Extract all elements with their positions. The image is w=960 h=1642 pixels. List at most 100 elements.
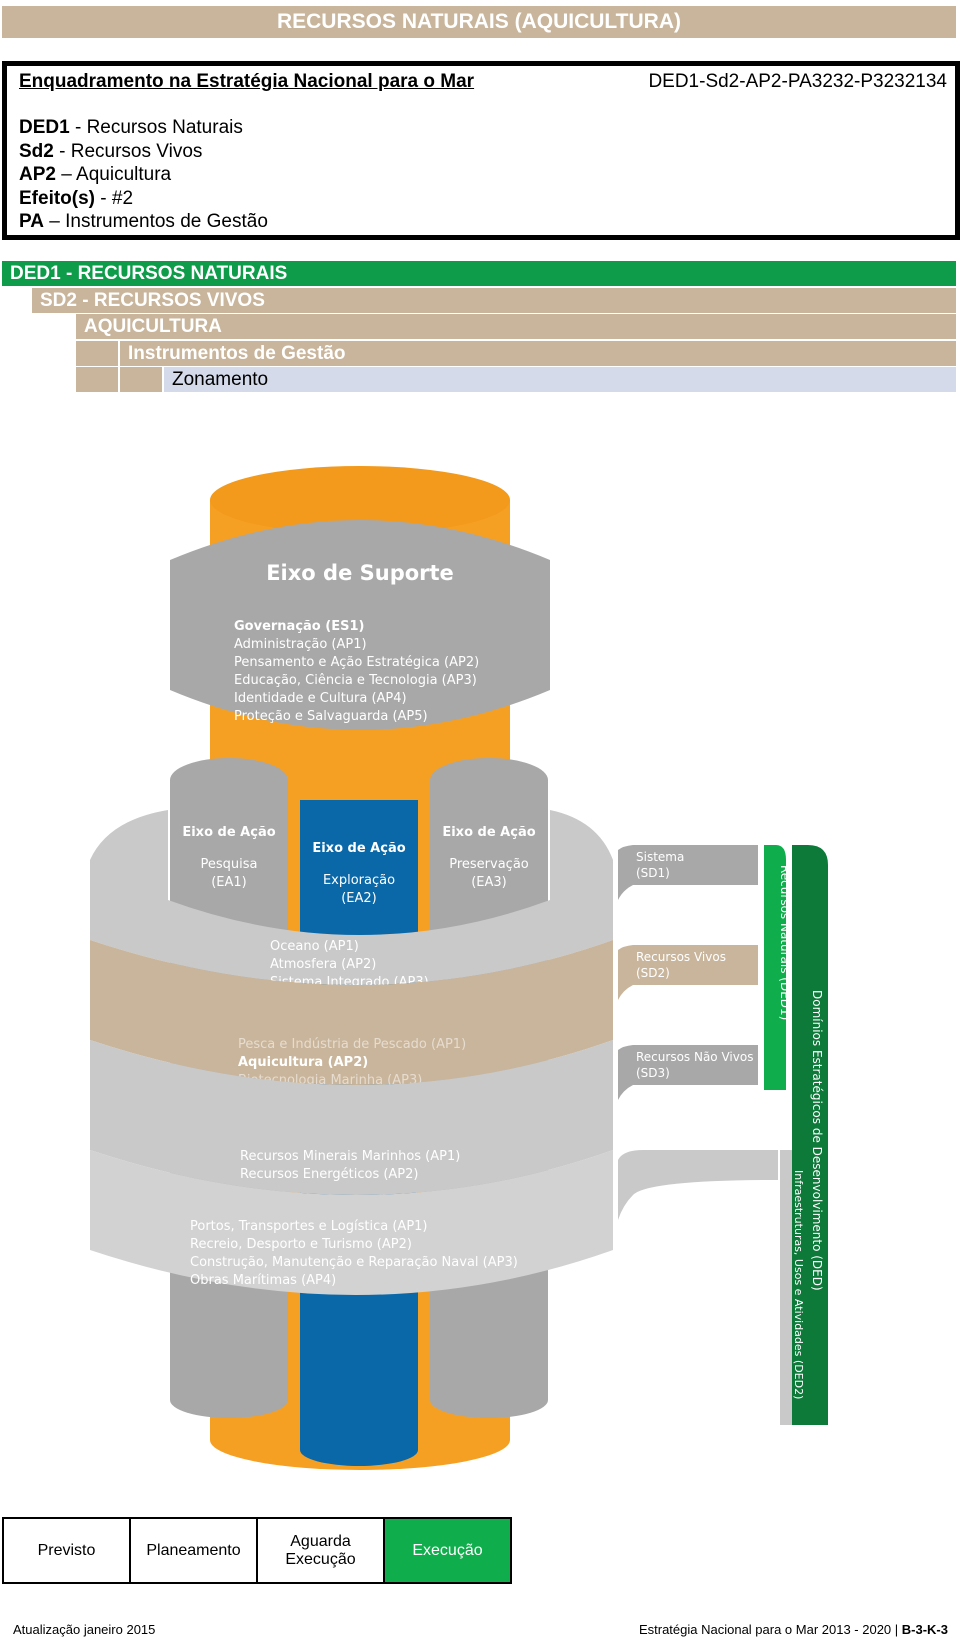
preservation-column-bottom — [430, 1382, 548, 1418]
ded1-bar — [764, 845, 786, 1090]
hierarchy-indent — [76, 341, 118, 366]
status-tracker: Previsto Planeamento Aguarda Execução Ex… — [2, 1517, 512, 1584]
footer-update-date: Atualização janeiro 2015 — [13, 1622, 156, 1637]
framework-line: AP2 – Aquicultura — [19, 163, 268, 187]
page-title: RECURSOS NATURAIS (AQUICULTURA) — [2, 6, 956, 38]
governance-item: Proteção e Salvaguarda (AP5) — [234, 709, 428, 724]
sd2-label: Recursos Vivos — [636, 950, 726, 964]
action-axes: Eixo de Ação Pesquisa (EA1) Eixo de Ação… — [182, 825, 535, 906]
governance-item: Administração (AP1) — [234, 637, 367, 652]
sd2-code: (SD2) — [636, 966, 670, 980]
hierarchy-level-4: Instrumentos de Gestão — [120, 341, 956, 366]
line-key: Sd2 — [19, 140, 54, 162]
line-sep: – — [55, 164, 77, 185]
axis-code: (EA2) — [341, 891, 377, 906]
line-key: PA — [19, 211, 44, 232]
framework-box: Enquadramento na Estratégia Nacional par… — [2, 61, 960, 240]
axis-code: (EA3) — [471, 875, 507, 890]
sd1-tab — [618, 845, 758, 900]
governance-item: Identidade e Cultura (AP4) — [234, 691, 407, 706]
band-item: Pesca e Indústria de Pescado (AP1) — [238, 1037, 466, 1052]
hierarchy-level-5: Zonamento — [164, 367, 956, 392]
axis-name: Pesquisa — [201, 857, 258, 872]
ded-bar — [792, 845, 828, 1425]
line-key: AP2 — [19, 164, 56, 185]
line-value: Aquicultura — [76, 164, 172, 185]
status-previsto: Previsto — [4, 1519, 131, 1582]
non-living-band — [90, 1040, 613, 1195]
line-key: DED1 — [19, 117, 70, 138]
line-value: Recursos Vivos — [70, 140, 203, 162]
line-sep: - — [69, 117, 87, 138]
sd1-code: (SD1) — [636, 866, 670, 880]
framework-lines: DED1 - Recursos Naturais Sd2 - Recursos … — [19, 116, 268, 234]
hierarchy-level-2: SD2 - RECURSOS VIVOS — [32, 288, 956, 313]
governance-item: Governação (ES1) — [234, 619, 364, 634]
exploration-column-bottom — [300, 1434, 418, 1466]
status-planeamento: Planeamento — [131, 1519, 258, 1582]
hierarchy-level-3: AQUICULTURA — [76, 314, 956, 339]
band-item: Portos, Transportes e Logística (AP1) — [190, 1219, 428, 1234]
line-sep: - — [95, 187, 112, 209]
hierarchy-indent — [120, 367, 162, 392]
hierarchy-level-1: DED1 - RECURSOS NATURAIS — [2, 261, 956, 286]
status-aguarda-execucao: Aguarda Execução — [258, 1519, 385, 1582]
strategy-diagram: Eixo de Suporte Governação (ES1) Adminis… — [88, 460, 868, 1500]
footer-reference-text: Estratégia Nacional para o Mar 2013 - 20… — [638, 1622, 902, 1637]
line-key: Efeito(s) — [19, 187, 95, 209]
research-column-bottom — [170, 1382, 288, 1418]
ded1-vertical-label: Recursos Naturais (DED1) — [778, 865, 792, 1020]
line-sep: - — [53, 140, 71, 162]
sd3-label: Recursos Não Vivos — [636, 1050, 753, 1064]
status-execucao-active: Execução — [385, 1519, 510, 1582]
framework-line: Efeito(s) - #2 — [19, 187, 268, 211]
system-band — [90, 810, 613, 985]
sd3-tab — [618, 1045, 758, 1100]
research-column-top — [170, 758, 288, 802]
axis-title: Eixo de Ação — [442, 825, 535, 840]
band-item: Obras Marítimas (AP4) — [190, 1273, 336, 1288]
support-axis-title: Eixo de Suporte — [266, 561, 454, 585]
ded2-tab — [618, 1150, 778, 1220]
line-value: Recursos Naturais — [86, 117, 243, 138]
band-item: Recursos Energéticos (AP2) — [240, 1167, 419, 1182]
axis-name: Exploração — [323, 873, 395, 888]
framework-line: Sd2 - Recursos Vivos — [19, 140, 268, 164]
line-value: #2 — [111, 187, 134, 209]
band-item-active: Aquicultura (AP2) — [238, 1055, 368, 1070]
infrastructure-list: Portos, Transportes e Logística (AP1) Re… — [190, 1219, 518, 1288]
footer-reference-code: B-3-K-3 — [901, 1622, 948, 1637]
axis-name: Preservação — [449, 857, 529, 872]
band-item: Recursos Minerais Marinhos (AP1) — [240, 1149, 460, 1164]
framework-heading: Enquadramento na Estratégia Nacional par… — [19, 71, 475, 92]
strategy-diagram-svg: Eixo de Suporte Governação (ES1) Adminis… — [90, 466, 828, 1470]
sd3-code: (SD3) — [636, 1066, 670, 1080]
line-value: Instrumentos de Gestão — [65, 211, 268, 232]
hierarchy-indent — [76, 367, 118, 392]
band-item: Construção, Manutenção e Reparação Naval… — [190, 1255, 518, 1270]
governance-item: Educação, Ciência e Tecnologia (AP3) — [234, 673, 477, 688]
band-item: Recreio, Desporto e Turismo (AP2) — [190, 1237, 412, 1252]
sd1-label: Sistema — [636, 850, 684, 864]
preservation-column-top — [430, 758, 548, 802]
framework-line: PA – Instrumentos de Gestão — [19, 210, 268, 234]
footer-reference: Estratégia Nacional para o Mar 2013 - 20… — [639, 1622, 948, 1637]
framework-line: DED1 - Recursos Naturais — [19, 116, 268, 140]
governance-list: Governação (ES1) Administração (AP1) Pen… — [234, 619, 479, 724]
ded2-vertical-label: Infraestruturas, Usos e Atividades (DED2… — [792, 1170, 805, 1399]
axis-title: Eixo de Ação — [182, 825, 275, 840]
ded-vertical-label: Domínios Estratégicos de Desenvolvimento… — [810, 990, 824, 1291]
sd2-tab — [618, 945, 758, 1000]
axis-title: Eixo de Ação — [312, 841, 405, 856]
line-sep: – — [43, 211, 66, 232]
band-item: Atmosfera (AP2) — [270, 957, 376, 972]
non-living-list: Recursos Minerais Marinhos (AP1) Recurso… — [240, 1149, 460, 1182]
governance-ring — [170, 520, 550, 730]
band-item: Oceano (AP1) — [270, 939, 359, 954]
axis-code: (EA1) — [211, 875, 247, 890]
support-column-top — [210, 466, 510, 534]
governance-item: Pensamento e Ação Estratégica (AP2) — [234, 655, 479, 670]
living-resources-band — [90, 940, 613, 1085]
infrastructure-band — [90, 1150, 613, 1295]
framework-code: DED1-Sd2-AP2-PA3232-P3232134 — [648, 71, 947, 92]
